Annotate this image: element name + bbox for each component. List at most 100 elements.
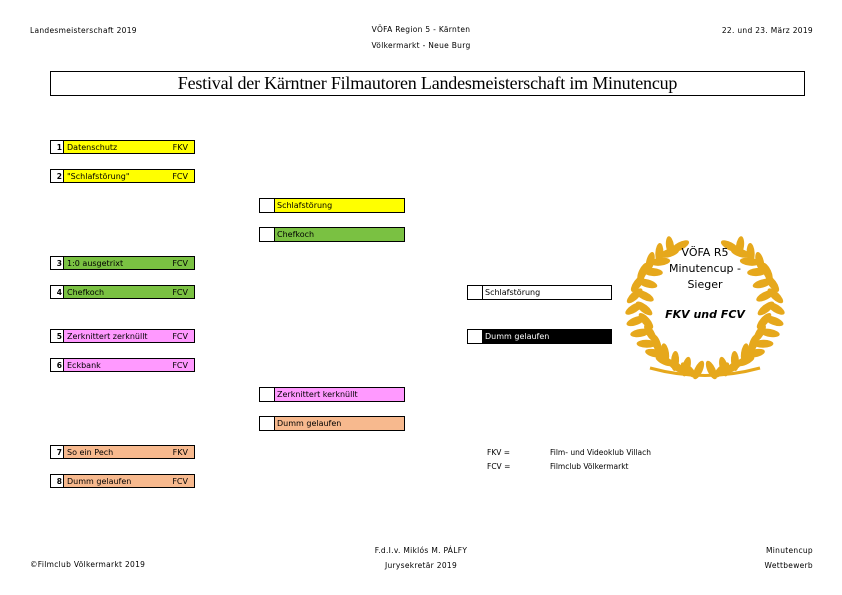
legend-name: Film- und Videoklub Villach [550, 448, 652, 457]
entry-label: 1:0 ausgetrixt FCV [64, 256, 195, 270]
round2-entry: Dumm gelaufen [259, 416, 405, 431]
final-entry: Schlafstörung [467, 285, 612, 300]
entry-label: Eckbank FCV [64, 358, 195, 372]
round2-entry: Zerknittert kerknüllt [259, 387, 405, 402]
entry-title: Chefkoch [67, 287, 105, 297]
laurel-leaf [719, 356, 729, 377]
header-right: 22. und 23. März 2019 [721, 26, 813, 35]
laurel-leaf [637, 262, 649, 282]
legend-name: Filmclub Völkermarkt [550, 462, 629, 471]
round1-entry: 5 Zerknittert zerknüllt FCV [50, 329, 195, 343]
laurel-leaf [753, 339, 774, 348]
laurel-leaf [670, 350, 680, 371]
winner-clubs: FKV und FCV [665, 308, 745, 321]
entry-label: Datenschutz FKV [64, 140, 195, 154]
winner-line3: Sieger [687, 278, 723, 291]
laurel-leaf [753, 324, 766, 342]
legend-abbr: FKV = [487, 448, 511, 457]
page-title: Festival der Kärntner Filmautoren Landes… [50, 71, 805, 96]
header-left: Landesmeisterschaft 2019 [30, 26, 137, 35]
entry-club: FCV [172, 331, 188, 341]
entry-number: 6 [50, 358, 64, 372]
entry-title: Zerknittert zerknüllt [67, 331, 148, 341]
footer-left: ©Filmclub Völkermarkt 2019 [30, 560, 146, 569]
entry-title: Datenschutz [67, 142, 118, 152]
footer-center-line2: Jurysekretär 2019 [384, 561, 458, 570]
entry-label: Zerknittert zerknüllt FCV [64, 329, 195, 343]
laurel-leaf [671, 240, 690, 253]
winner-box: VÖFA R5 Minutencup - Sieger FKV und FCV [650, 245, 760, 323]
entry-number: 5 [50, 329, 64, 343]
laurel-leaf [730, 350, 740, 371]
round2-entry: Schlafstörung [259, 198, 405, 213]
final-entry: Dumm gelaufen [467, 329, 612, 344]
laurel-leaf [655, 243, 664, 263]
laurel-leaf [752, 278, 773, 289]
header-center-line2: Völkermarkt - Neue Burg [371, 41, 471, 50]
entry-title: Dumm gelaufen [67, 476, 132, 486]
entry-label: Dumm gelaufen FCV [64, 474, 195, 488]
entry-title: "Schlafstörung" [67, 171, 130, 181]
laurel-leaf [636, 339, 657, 348]
footer-right-line1: Minutencup [765, 546, 813, 555]
laurel-leaf [761, 262, 773, 282]
round1-entry: 8 Dumm gelaufen FCV [50, 474, 195, 488]
entry-club: FCV [172, 171, 188, 181]
entry-label: Chefkoch FCV [64, 285, 195, 299]
result-checkbox [467, 285, 483, 300]
round2-entry: Chefkoch [259, 227, 405, 242]
laurel-leaf [660, 343, 670, 364]
result-checkbox [259, 387, 275, 402]
result-checkbox [259, 198, 275, 213]
laurel-leaf [644, 324, 657, 342]
laurel-leaf [756, 312, 772, 329]
laurel-leaf [757, 301, 775, 316]
entry-number: 8 [50, 474, 64, 488]
entry-club: FCV [172, 258, 188, 268]
final-title: Dumm gelaufen [483, 329, 612, 344]
result-checkbox [259, 227, 275, 242]
result-checkbox [467, 329, 483, 344]
entry-club: FCV [172, 287, 188, 297]
entry-club: FKV [172, 447, 188, 457]
round2-title: Dumm gelaufen [275, 416, 405, 431]
entry-club: FCV [172, 360, 188, 370]
result-checkbox [259, 416, 275, 431]
laurel-wreath-icon [625, 236, 785, 380]
legend-abbr: FCV = [487, 462, 511, 471]
round2-title: Schlafstörung [275, 198, 405, 213]
header-center-line1: VÖFA Region 5 - Kärnten [371, 25, 471, 34]
round2-title: Chefkoch [275, 227, 405, 242]
round1-entry: 1 Datenschutz FKV [50, 140, 195, 154]
entry-club: FCV [172, 476, 188, 486]
laurel-leaf [681, 356, 691, 377]
entry-label: So ein Pech FKV [64, 445, 195, 459]
laurel-leaf [635, 290, 654, 302]
laurel-leaf [746, 243, 755, 263]
round1-entry: 6 Eckbank FCV [50, 358, 195, 372]
entry-title: Eckbank [67, 360, 101, 370]
round1-entry: 3 1:0 ausgetrixt FCV [50, 256, 195, 270]
laurel-leaf [638, 312, 654, 329]
final-title: Schlafstörung [483, 285, 612, 300]
entry-number: 1 [50, 140, 64, 154]
winner-line1: VÖFA R5 [681, 246, 729, 259]
laurel-leaf [635, 301, 653, 316]
laurel-leaf [720, 240, 739, 253]
laurel-leaf [756, 290, 775, 302]
entry-club: FKV [172, 142, 188, 152]
entry-title: So ein Pech [67, 447, 114, 457]
laurel-leaf [755, 251, 765, 272]
round2-title: Zerknittert kerknüllt [275, 387, 405, 402]
entry-number: 4 [50, 285, 64, 299]
round1-entry: 4 Chefkoch FCV [50, 285, 195, 299]
entry-number: 3 [50, 256, 64, 270]
entry-title: 1:0 ausgetrixt [67, 258, 124, 268]
round1-entry: 7 So ein Pech FKV [50, 445, 195, 459]
entry-number: 7 [50, 445, 64, 459]
round1-entry: 2 "Schlafstörung" FCV [50, 169, 195, 183]
laurel-leaf [645, 251, 655, 272]
entry-number: 2 [50, 169, 64, 183]
footer-center-line1: F.d.I.v. Miklós M. PÁLFY [374, 546, 468, 555]
footer-right-line2: Wettbewerb [764, 561, 813, 570]
